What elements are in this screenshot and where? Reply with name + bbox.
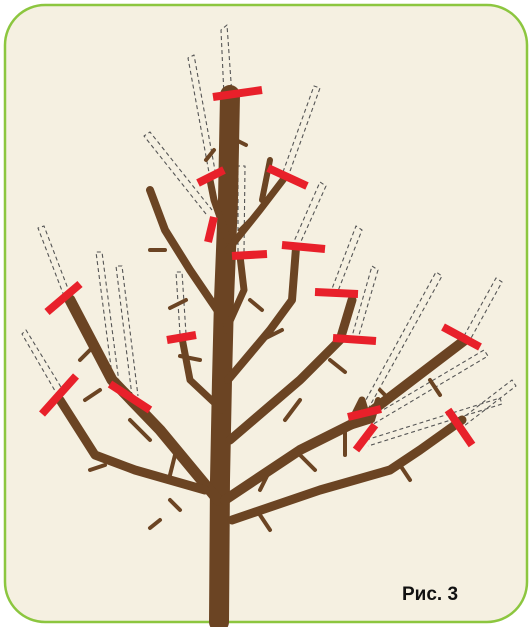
cut-mark-right-2: [315, 292, 358, 294]
cut-mark-center: [232, 254, 267, 256]
card-frame: [5, 5, 527, 622]
cut-mark-center-left: [167, 335, 196, 340]
figure-caption: Рис. 3: [402, 584, 458, 606]
cut-mark-right-1: [282, 245, 325, 249]
cut-mark-right-3: [333, 338, 376, 341]
